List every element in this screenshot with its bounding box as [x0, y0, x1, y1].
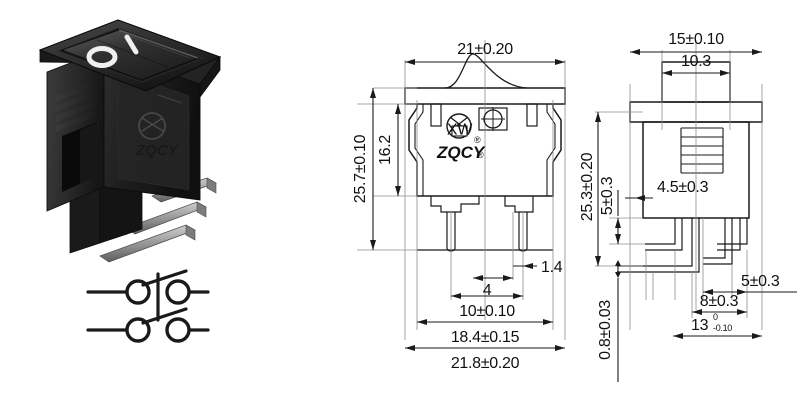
product-photo-panel: ZQCY [0, 0, 265, 402]
dim-bezel-width [630, 49, 762, 55]
dim-height-body [395, 104, 401, 196]
dim-text-offset-mid: 4.5±0.3 [657, 179, 709, 196]
dim-terminal-width [513, 263, 537, 269]
dim-text-terminal-span: 10±0.10 [459, 303, 515, 320]
dim-text-terminal-length-tol-lower: -0.10 [713, 323, 732, 333]
cert-registered-symbol: ® [474, 135, 481, 145]
dim-text-terminal-thickness: 0.8±0.03 [597, 300, 614, 360]
rocker-symbol-off [86, 46, 118, 68]
dim-terminal-length [673, 333, 762, 339]
dim-offset-mid [625, 195, 653, 201]
dim-width-body [417, 319, 553, 325]
dim-text-terminal-width: 1.4 [541, 259, 563, 276]
dim-pitch-right [703, 289, 797, 295]
dim-text-pitch-mid: 8±0.3 [700, 293, 739, 310]
dim-height-overall-side [595, 112, 601, 266]
dim-text-terminal-gap: 4 [483, 282, 492, 299]
side-view-outline [617, 61, 763, 273]
dim-terminal-gap [473, 275, 513, 281]
dim-text-width-bezel: 21.8±0.20 [451, 355, 520, 372]
dim-text-height-overall-side: 25.3±0.20 [579, 152, 596, 221]
front-view-brand-text: ZQCY [436, 143, 486, 162]
dim-height-upper [615, 190, 621, 244]
dim-text-width-overall: 21±0.20 [457, 41, 513, 58]
switch-schematic [86, 269, 210, 343]
rocker-symbol-on [124, 34, 139, 55]
dim-text-pitch-right: 5±0.3 [741, 273, 780, 290]
vent-slots [56, 80, 96, 132]
dim-text-height-body: 16.2 [377, 135, 394, 165]
dim-text-cap-width: 10.3 [681, 53, 711, 70]
dim-width-bezel [405, 345, 565, 351]
housing-brand-mark: ZQCY [135, 112, 180, 159]
dim-text-terminal-length-tol-upper: 0 [713, 312, 718, 322]
dim-text-bezel-width: 15±0.10 [668, 31, 724, 48]
dim-cap-width [662, 70, 730, 76]
front-view-brand-mark: XW ® ZQCY ® [436, 107, 505, 162]
cert-mark-text: XW [447, 122, 473, 139]
brand-registered-symbol: ® [477, 150, 484, 160]
switch-3d-body: ZQCY [38, 19, 222, 263]
dim-text-terminal-length: 13 [691, 317, 709, 334]
side-view-panel: 15±0.10 10.3 25.3±0.20 [579, 0, 800, 402]
dim-width-overall [405, 59, 565, 65]
dim-text-height-upper: 5±0.3 [599, 176, 616, 215]
front-view-guide-lines [357, 40, 566, 340]
dim-pitch-mid [692, 309, 747, 315]
photo-brand-text: ZQCY [135, 142, 180, 159]
dim-height-overall [370, 88, 376, 250]
dim-text-width-body: 18.4±0.15 [451, 329, 520, 346]
front-view-panel: 21±0.20 25.7±0.10 16.2 [265, 0, 585, 402]
dim-terminal-thickness [615, 260, 621, 382]
dim-text-height-overall: 25.7±0.10 [352, 134, 369, 203]
dim-terminal-span [451, 293, 523, 299]
